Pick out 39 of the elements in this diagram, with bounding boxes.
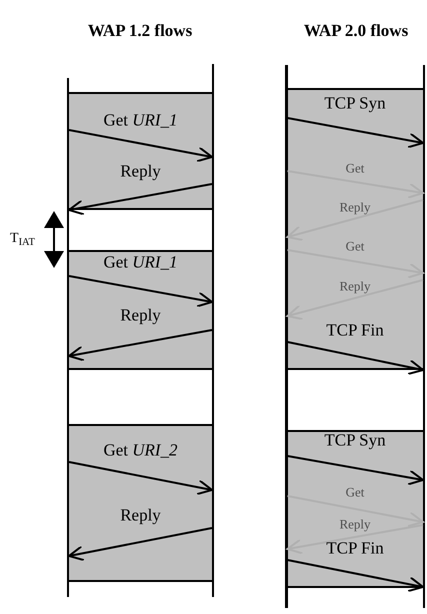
edge-label: Reply (120, 162, 161, 180)
message-arrow (287, 170, 424, 199)
message-arrow (287, 117, 424, 148)
column-heading: WAP 1.2 flows (88, 22, 192, 39)
edge-label: Get URI_1 (103, 254, 178, 270)
message-arrow (68, 129, 213, 162)
message-arrow (287, 455, 424, 486)
message-arrow (68, 461, 213, 496)
message-arrow (68, 527, 212, 562)
message-arrow (286, 524, 424, 554)
lifeline (67, 78, 69, 597)
message-arrow (286, 199, 424, 242)
edge-label: Reply (120, 306, 161, 324)
message-arrow (286, 279, 424, 320)
interval-label: T$_{IAT}$ (10, 232, 35, 246)
edge-label: Get (346, 486, 364, 498)
lifeline (284, 65, 288, 608)
edge-label: TCP Syn (324, 432, 386, 448)
message-arrow (68, 275, 213, 308)
message-arrow (287, 341, 424, 376)
edge-label: Get URI_1 (103, 112, 178, 128)
edge-label: Reply (339, 200, 371, 214)
edge-label: TCP Syn (324, 94, 386, 112)
message-arrow (68, 329, 212, 362)
edge-label: Get (346, 240, 364, 252)
lifeline (212, 64, 214, 597)
edge-label: TCP Fin (326, 322, 384, 338)
lifeline (423, 65, 425, 608)
edge-label: Reply (339, 518, 371, 530)
message-arrow (287, 249, 424, 279)
message-arrow (287, 559, 424, 592)
edge-label: Reply (339, 280, 371, 292)
column-heading: WAP 2.0 flows (304, 22, 408, 39)
message-arrow (287, 495, 424, 528)
edge-label: Get URI_2 (103, 442, 178, 458)
edge-label: Reply (120, 506, 161, 524)
edge-label: TCP Fin (326, 540, 384, 556)
message-arrow (68, 183, 212, 216)
edge-label: Get (346, 162, 364, 174)
